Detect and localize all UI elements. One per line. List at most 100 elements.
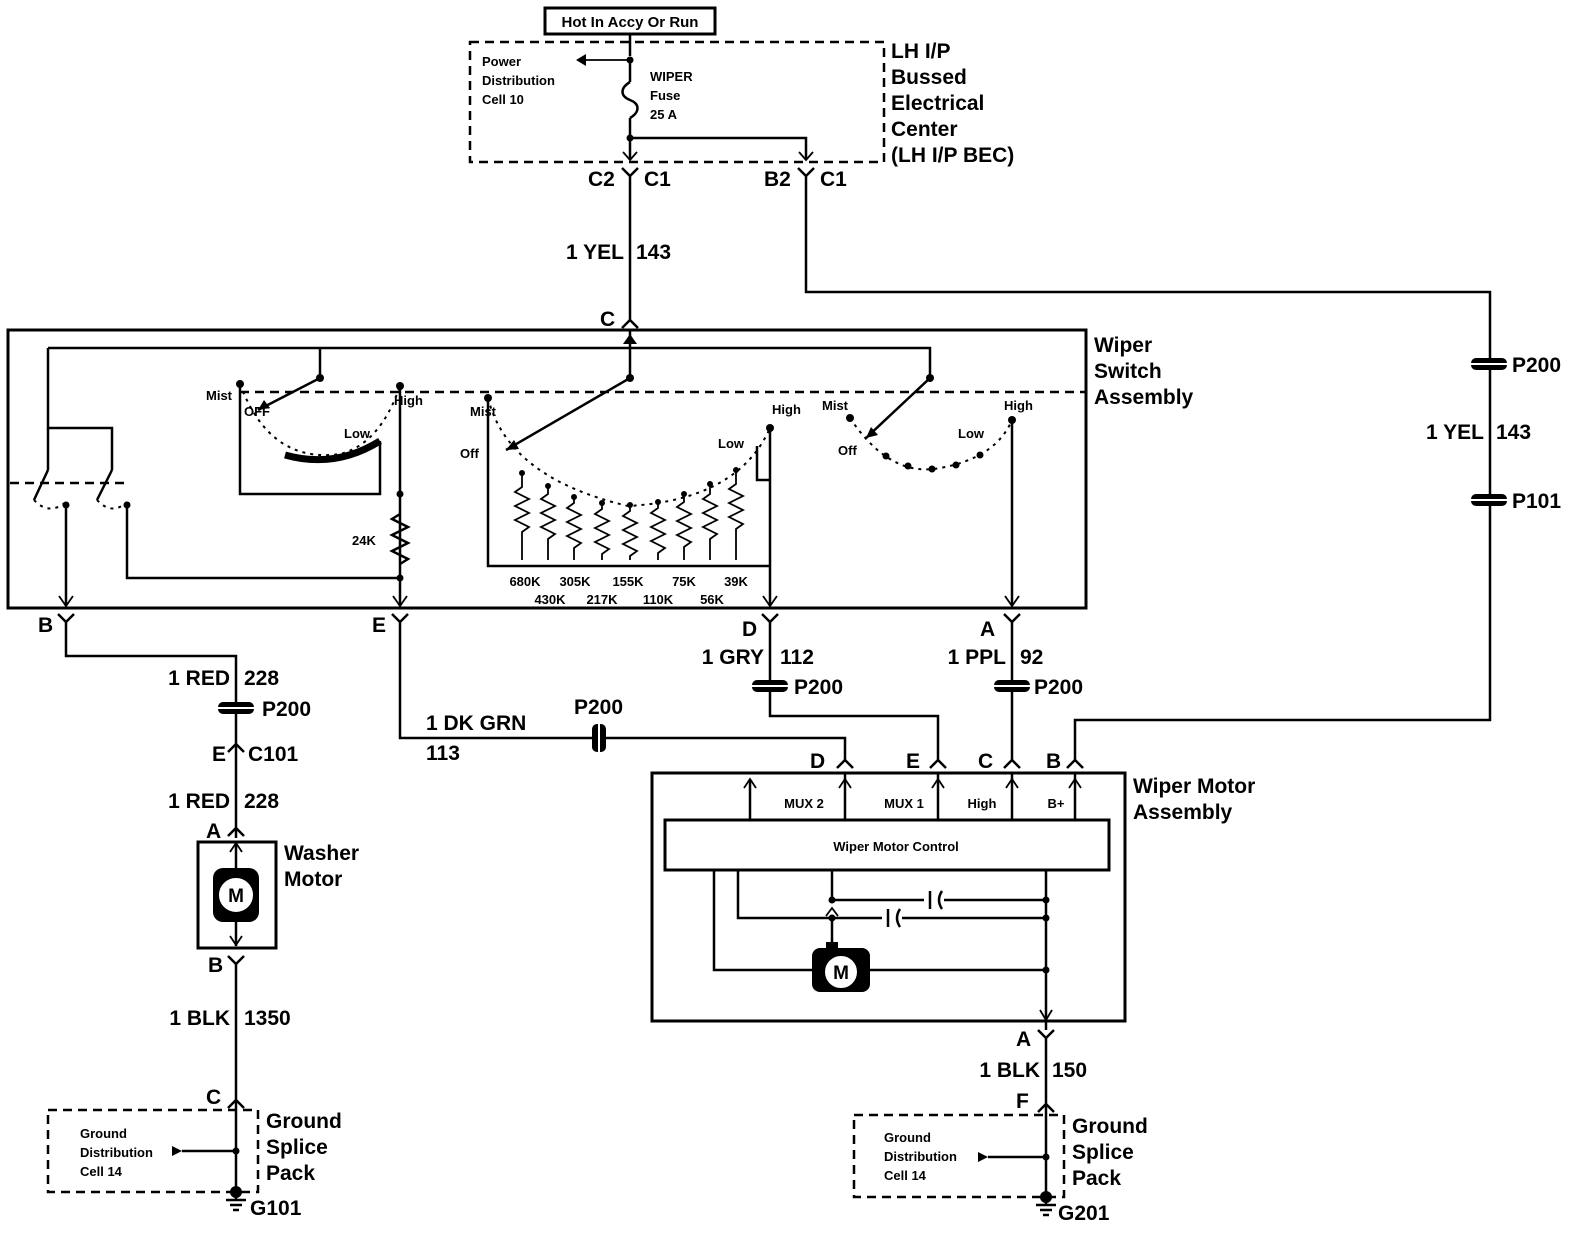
svg-text:Wiper: Wiper xyxy=(1094,334,1152,357)
wire-label-yel-143-a: 1 YEL 143 xyxy=(566,241,671,264)
svg-text:B2: B2 xyxy=(764,168,791,191)
svg-text:Ground: Ground xyxy=(1072,1115,1148,1138)
svg-text:1 RED: 1 RED xyxy=(168,790,230,813)
svg-text:C1: C1 xyxy=(820,168,847,191)
svg-text:155K: 155K xyxy=(612,574,644,589)
ground-symbol-g201 xyxy=(1036,1197,1056,1217)
svg-text:E: E xyxy=(372,614,386,637)
svg-text:Motor: Motor xyxy=(284,868,342,891)
svg-text:39K: 39K xyxy=(724,574,748,589)
hot-in-accy-text: Hot In Accy Or Run xyxy=(562,14,699,31)
svg-text:Assembly: Assembly xyxy=(1133,801,1233,824)
svg-text:Off: Off xyxy=(838,443,857,458)
ground-id-g201: G201 xyxy=(1058,1202,1110,1225)
suppression-capacitor-1 xyxy=(924,890,944,910)
svg-text:Cell 10: Cell 10 xyxy=(482,92,524,107)
svg-text:Ground: Ground xyxy=(884,1130,931,1145)
svg-text:Wiper Motor: Wiper Motor xyxy=(1133,775,1255,798)
svg-text:Power: Power xyxy=(482,54,521,69)
ground-id-g101: G101 xyxy=(250,1197,302,1220)
switch-connector-c: C xyxy=(600,308,639,331)
wire-label-yel-143-b: 1 YEL 143 xyxy=(1426,421,1531,444)
svg-text:P200: P200 xyxy=(574,696,623,719)
svg-text:1 RED: 1 RED xyxy=(168,667,230,690)
svg-text:Electrical: Electrical xyxy=(891,92,984,115)
svg-text:Distribution: Distribution xyxy=(80,1145,153,1160)
suppression-capacitor-2 xyxy=(882,908,902,928)
svg-text:Pack: Pack xyxy=(266,1162,315,1185)
svg-text:C: C xyxy=(206,1086,221,1109)
svg-text:High: High xyxy=(772,402,801,417)
svg-text:Mist: Mist xyxy=(206,388,233,403)
svg-text:110K: 110K xyxy=(643,592,674,607)
wiper-switch-assembly: Wiper Switch Assembly xyxy=(6,328,1194,610)
svg-text:D: D xyxy=(742,618,757,641)
svg-text:305K: 305K xyxy=(559,574,591,589)
svg-text:Mist: Mist xyxy=(822,398,849,413)
svg-text:A: A xyxy=(980,618,995,641)
svg-text:228: 228 xyxy=(244,790,279,813)
svg-text:P101: P101 xyxy=(1512,490,1561,513)
svg-text:(LH I/P BEC): (LH I/P BEC) xyxy=(891,144,1014,167)
svg-text:Low: Low xyxy=(718,436,745,451)
switch-connector-a: A xyxy=(980,613,1021,641)
bec-connector-c2-c1: C2 C1 xyxy=(588,167,671,191)
svg-text:C: C xyxy=(978,750,993,773)
svg-text:Mist: Mist xyxy=(470,404,497,419)
svg-text:C1: C1 xyxy=(644,168,671,191)
washer-motor-symbol: M xyxy=(228,886,244,907)
svg-text:Bussed: Bussed xyxy=(891,66,967,89)
ground-splice-pack-right: Ground Splice Pack Ground Distribution C… xyxy=(852,1113,1148,1225)
motor-connector-a: A xyxy=(1016,1028,1055,1051)
ground-connector-c: C xyxy=(206,1086,245,1109)
connector-p200-ppl: P200 xyxy=(994,676,1083,699)
connector-p200-dkgrn: P200 xyxy=(574,696,623,752)
svg-text:MUX 1: MUX 1 xyxy=(884,796,924,811)
svg-text:P200: P200 xyxy=(1512,354,1561,377)
svg-text:Ground: Ground xyxy=(266,1110,342,1133)
svg-text:1 DK GRN: 1 DK GRN xyxy=(426,712,526,735)
washer-connector-b: B xyxy=(208,954,245,977)
svg-text:1350: 1350 xyxy=(244,1007,291,1030)
svg-text:E: E xyxy=(906,750,920,773)
connector-p101: P101 xyxy=(1471,490,1561,513)
resistor-values: 680K 305K 155K 75K 39K 430K 217K 110K 56… xyxy=(509,574,748,607)
motor-connector-d: D xyxy=(810,750,854,773)
svg-text:F: F xyxy=(1016,1090,1029,1113)
svg-text:C: C xyxy=(600,308,615,331)
svg-text:143: 143 xyxy=(636,241,671,264)
svg-text:Distribution: Distribution xyxy=(884,1149,957,1164)
wire-label-dk-grn-113: 1 DK GRN 113 xyxy=(426,712,526,765)
washer-motor: Washer Motor M xyxy=(196,840,359,950)
washer-connector-a: A xyxy=(206,820,245,843)
svg-text:113: 113 xyxy=(426,742,460,765)
wire-label-red-228-b: 1 RED 228 xyxy=(168,790,279,813)
wiper-fuse: WIPER Fuse 25 A xyxy=(621,60,693,160)
svg-text:92: 92 xyxy=(1020,646,1043,669)
svg-text:Splice: Splice xyxy=(266,1136,328,1159)
svg-text:Low: Low xyxy=(958,426,985,441)
svg-text:OFF: OFF xyxy=(244,404,270,419)
svg-text:High: High xyxy=(394,393,423,408)
svg-text:112: 112 xyxy=(780,646,814,669)
svg-text:M: M xyxy=(833,963,849,984)
svg-text:25 A: 25 A xyxy=(650,107,678,122)
svg-text:24K: 24K xyxy=(352,533,376,548)
wiper-motor-symbol: M xyxy=(812,942,870,992)
svg-text:E: E xyxy=(212,743,226,766)
connector-c101: E C101 xyxy=(212,742,299,766)
svg-text:LH I/P: LH I/P xyxy=(891,40,951,63)
connector-p200-washer: P200 xyxy=(218,698,311,721)
svg-text:Washer: Washer xyxy=(284,842,359,865)
svg-text:WIPER: WIPER xyxy=(650,69,693,84)
svg-text:1 YEL: 1 YEL xyxy=(1426,421,1484,444)
svg-text:Switch: Switch xyxy=(1094,360,1162,383)
svg-text:1 BLK: 1 BLK xyxy=(979,1059,1040,1082)
svg-text:150: 150 xyxy=(1052,1059,1087,1082)
svg-text:High: High xyxy=(968,796,997,811)
svg-text:Off: Off xyxy=(460,446,479,461)
svg-text:75K: 75K xyxy=(672,574,696,589)
svg-text:1 YEL: 1 YEL xyxy=(566,241,624,264)
svg-text:217K: 217K xyxy=(586,592,618,607)
svg-text:430K: 430K xyxy=(534,592,566,607)
